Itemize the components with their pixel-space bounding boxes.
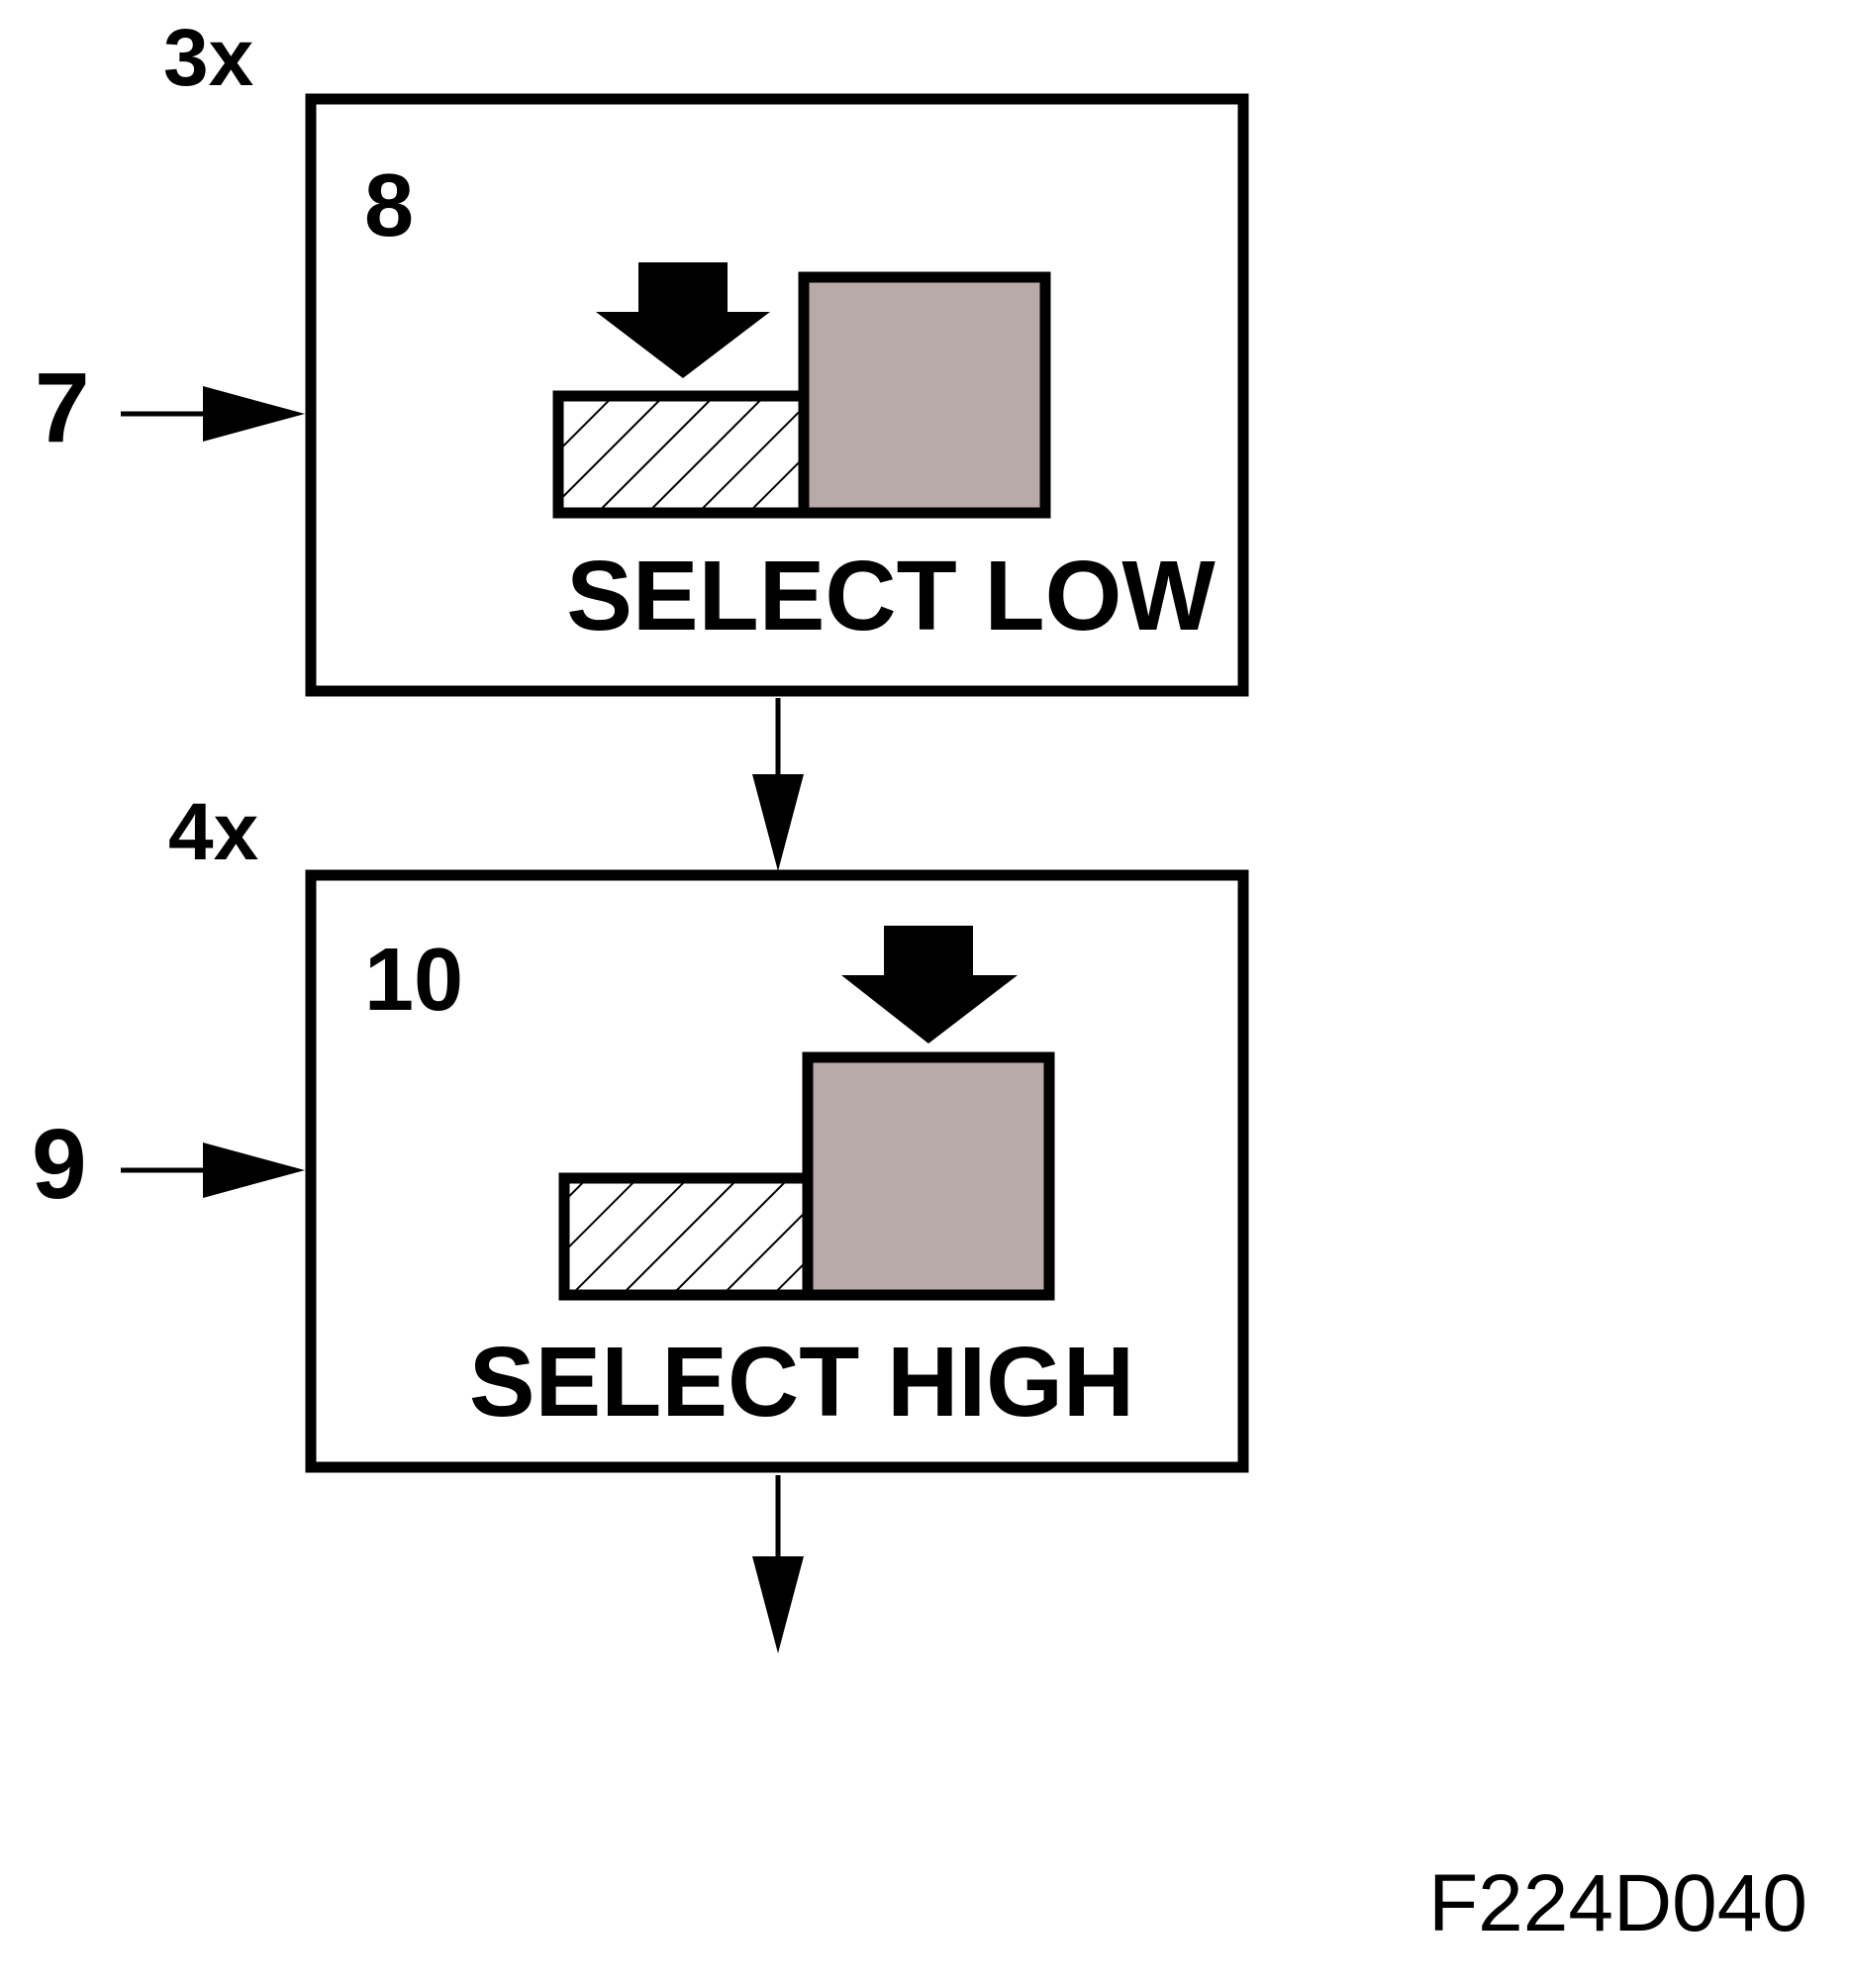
step-callout-number: 8: [364, 156, 414, 255]
low-block-hatched: [552, 390, 810, 519]
figure-code: F224D040: [1428, 1858, 1807, 1948]
input-arrow-icon: [121, 1143, 305, 1198]
high-block: [798, 271, 1051, 519]
step-select-low: 3x 8 7 SELECT LOW: [35, 13, 1249, 697]
input-callout-number: 7: [35, 352, 90, 463]
input-arrow-icon: [121, 386, 305, 442]
repeat-count-label: 3x: [163, 13, 253, 103]
step-caption: SELECT LOW: [566, 541, 1216, 651]
step-box: [305, 869, 1249, 1473]
down-arrow-icon: [596, 262, 770, 378]
step-box: [305, 93, 1249, 697]
high-block: [802, 1051, 1055, 1301]
step-callout-number: 10: [364, 931, 463, 1030]
flow-arrow-icon: [752, 698, 804, 871]
low-block-hatched: [558, 1172, 814, 1301]
down-arrow-icon: [841, 926, 1018, 1044]
output-arrow-icon: [752, 1475, 804, 1653]
input-callout-number: 9: [32, 1109, 87, 1220]
step-caption: SELECT HIGH: [469, 1327, 1134, 1438]
repeat-count-label: 4x: [168, 787, 258, 877]
step-select-high: 4x 10 9 SELECT HIGH: [32, 787, 1249, 1473]
